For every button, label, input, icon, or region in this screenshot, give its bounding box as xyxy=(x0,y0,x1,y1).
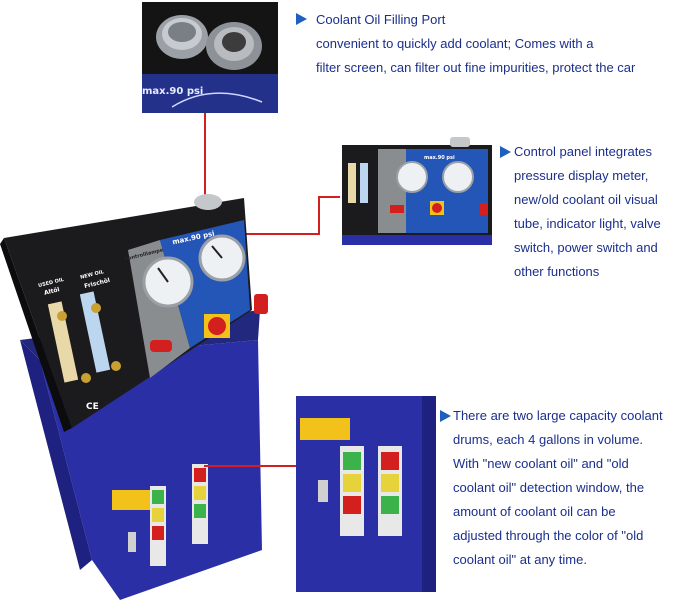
filling-port-line: convenient to quickly add coolant; Comes… xyxy=(316,36,594,51)
filling-port-title: Coolant Oil Filling Port xyxy=(316,12,446,27)
filling-port-connector xyxy=(204,113,206,197)
control-panel-line: Control panel integrates xyxy=(514,144,653,159)
control-panel-connector xyxy=(318,196,320,235)
drums-line: adjusted through the color of "old xyxy=(453,528,644,543)
filling-port-callout: Coolant Oil Filling Port convenient to q… xyxy=(316,8,635,80)
control-panel-line: pressure display meter, xyxy=(514,168,649,183)
drums-line: coolant oil" at any time. xyxy=(453,552,587,567)
control-panel-line: other functions xyxy=(514,264,600,279)
drums-arrow-icon xyxy=(440,410,451,422)
zoom-pressure-label: max.90 psi xyxy=(142,86,204,97)
ce-mark: CE xyxy=(86,402,99,412)
control-panel-callout: Control panel integrates pressure displa… xyxy=(514,140,661,284)
control-panel-connector xyxy=(230,233,318,235)
drums-line: amount of coolant oil can be xyxy=(453,504,616,519)
filling-port-illustration xyxy=(142,2,278,113)
filling-port-line: filter screen, can filter out fine impur… xyxy=(316,60,636,75)
control-panel-connector xyxy=(318,196,340,198)
drums-line: coolant oil" detection window, the xyxy=(453,480,645,495)
control-panel-arrow-icon xyxy=(500,146,511,158)
cp-pressure-label: max.90 psi xyxy=(424,155,455,161)
control-panel-line: switch, power switch and xyxy=(514,240,658,255)
control-panel-line: tube, indicator light, valve xyxy=(514,216,661,231)
drums-illustration xyxy=(296,396,436,592)
drums-line: drums, each 4 gallons in volume. xyxy=(453,432,644,447)
machine-drawing xyxy=(0,194,268,600)
drums-line: With "new coolant oil" and "old xyxy=(453,456,629,471)
drums-connector xyxy=(204,465,296,467)
drums-line: There are two large capacity coolant xyxy=(453,408,663,423)
drums-callout: There are two large capacity coolant dru… xyxy=(453,404,663,572)
drums-photo xyxy=(296,396,436,592)
control-panel-photo: max.90 psi xyxy=(340,137,496,245)
machine-illustration: max.90 psi USED OIL Altöl NEW OIL Frisch… xyxy=(0,190,300,605)
control-panel-line: new/old coolant oil visual xyxy=(514,192,658,207)
filling-port-photo: max.90 psi xyxy=(142,2,278,113)
control-panel-illustration xyxy=(342,137,492,245)
filling-port-arrow-icon xyxy=(296,13,307,25)
